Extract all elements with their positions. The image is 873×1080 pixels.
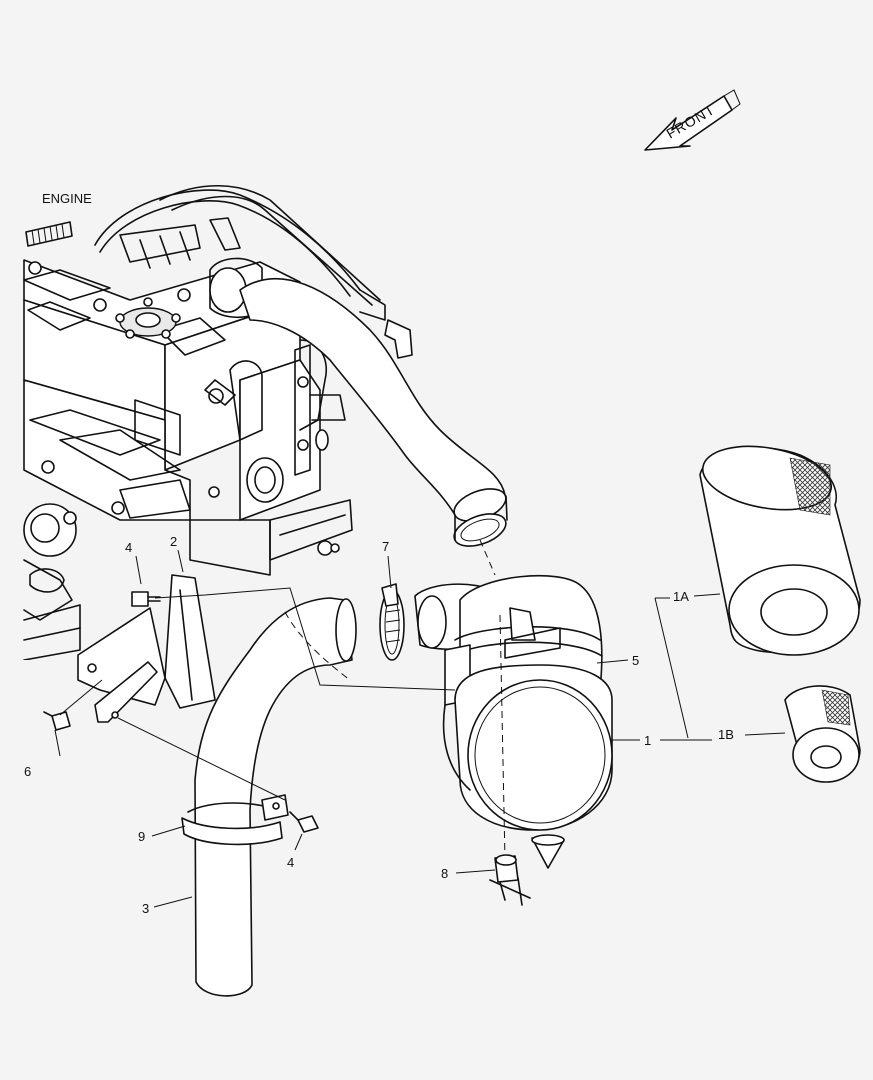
bracket-2 bbox=[77, 574, 216, 723]
callout-5: 5 bbox=[632, 653, 639, 668]
front-arrow-icon: FRONT bbox=[644, 89, 741, 151]
spring-icon bbox=[25, 221, 73, 247]
bolt-4-upper-icon bbox=[131, 591, 161, 607]
callout-8: 8 bbox=[441, 866, 448, 881]
callout-9: 9 bbox=[138, 829, 145, 844]
bolt-4-lower-icon bbox=[289, 811, 319, 833]
filter-element-1a bbox=[699, 445, 861, 656]
sensor-8-icon bbox=[489, 854, 531, 906]
bolt-6-icon bbox=[43, 711, 71, 731]
air-cleaner-assembly bbox=[414, 574, 613, 869]
elbow-pipe-3 bbox=[181, 597, 357, 997]
callout-4-lower: 4 bbox=[287, 855, 294, 870]
hose-clamp-7 bbox=[379, 583, 405, 661]
callout-2: 2 bbox=[170, 534, 177, 549]
callout-3: 3 bbox=[142, 901, 149, 916]
filter-element-1b bbox=[784, 685, 861, 783]
callout-6: 6 bbox=[24, 764, 31, 779]
engine-illustration bbox=[23, 185, 413, 660]
engine-label: ENGINE bbox=[42, 191, 92, 206]
callout-1b: 1B bbox=[718, 727, 734, 742]
callout-1a: 1A bbox=[673, 589, 689, 604]
callout-1: 1 bbox=[644, 733, 651, 748]
callout-7: 7 bbox=[382, 539, 389, 554]
leader-lines bbox=[54, 549, 786, 908]
intake-hose bbox=[239, 277, 508, 547]
callout-4-upper: 4 bbox=[125, 540, 132, 555]
